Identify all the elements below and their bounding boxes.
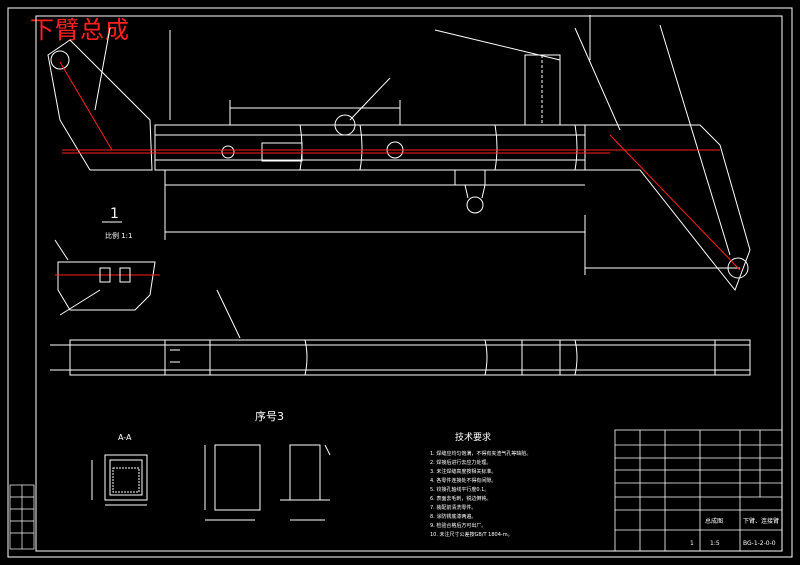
tech-req-line: 4. 各零件连接处不得有间隙。 (430, 477, 496, 484)
lower-bracket-pin (466, 196, 484, 214)
title-block (614, 429, 783, 552)
tech-req-line: 5. 铰接孔轴线平行度0.1。 (430, 486, 489, 493)
drawing-title-watermark: 下臂总成 (30, 16, 130, 44)
section-mark: A-A (118, 433, 132, 442)
cylinder-pin (221, 145, 235, 159)
section-scale: 比例 1:1 (105, 231, 133, 240)
tech-req-line: 7. 装配前清洗零件。 (430, 504, 476, 511)
title-sheet: 1 (690, 540, 694, 547)
inner-border (35, 15, 783, 552)
tech-req-title: 技术要求 (455, 431, 491, 443)
plan-view (50, 289, 751, 376)
tech-req-line: 9. 检验合格后方可出厂。 (430, 522, 486, 529)
tech-req-line: 2. 焊接后进行去应力处理。 (430, 459, 491, 466)
right-arm (585, 124, 751, 291)
tech-req-line: 3. 未注焊缝高度按相关标准。 (430, 468, 496, 475)
tech-req-line: 8. 涂防锈底漆两遍。 (430, 513, 476, 520)
tech-req-line: 1. 焊缝应均匀饱满，不得有夹渣气孔等缺陷。 (430, 450, 531, 457)
detail-part-3 (204, 444, 331, 521)
outer-border (7, 7, 793, 558)
title-scale: 1:5 (710, 540, 720, 547)
tech-req-line: 10. 未注尺寸公差按GB/T 1804-m。 (430, 531, 513, 538)
title-part-name: 下臂、连接臂 (743, 517, 779, 525)
main-beam (154, 124, 586, 171)
section-aa (91, 454, 148, 506)
binding-margin-table (9, 484, 35, 550)
tech-req-line: 6. 表面去毛刺，锐边倒钝。 (430, 495, 491, 502)
left-pivot-hole (50, 50, 70, 70)
detail-label: 序号3 (255, 409, 284, 423)
main-elevation-view (47, 15, 751, 291)
centerlines (59, 61, 741, 271)
tech-req-lines: 1. 焊缝应均匀饱满，不得有夹渣气孔等缺陷。 2. 焊接后进行去应力处理。 3. 未… (430, 450, 531, 538)
section-detail (54, 239, 160, 316)
section-label: 1 (110, 206, 119, 222)
title-assembly-name: 总成图 (705, 517, 723, 525)
title-drawing-number: BG-1-2-0-0 (743, 540, 776, 547)
